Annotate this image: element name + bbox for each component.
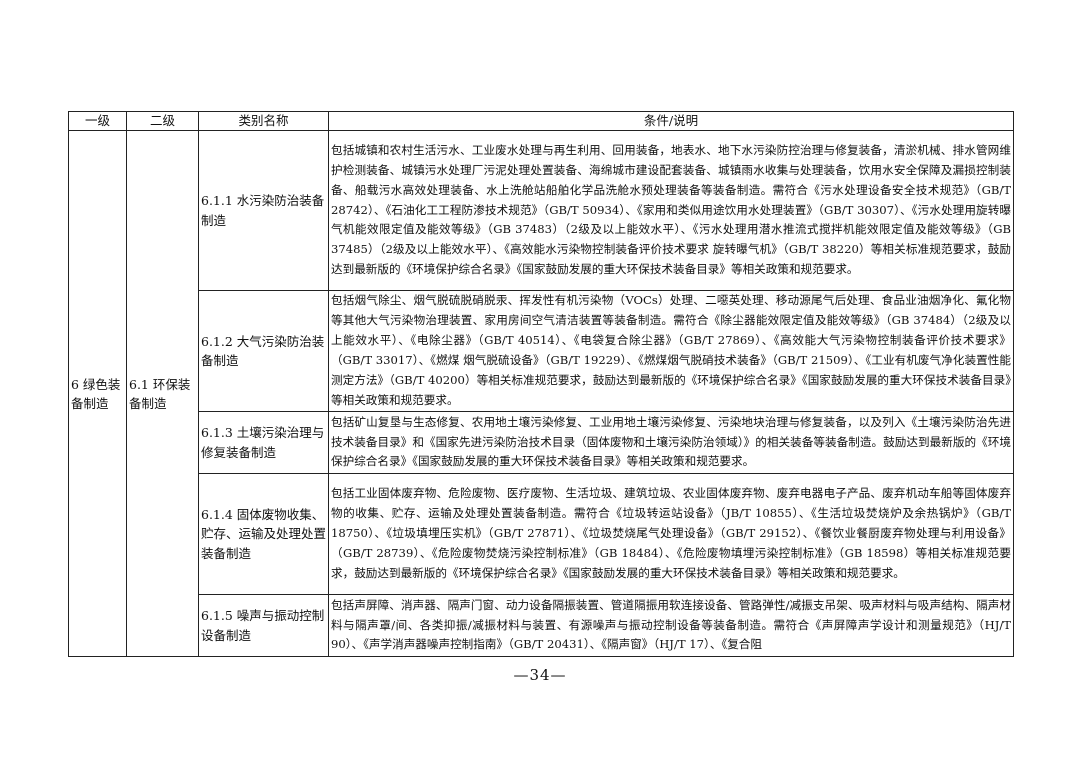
category-name-cell: 6.1.4 固体废物收集、贮存、运输及处理处置装备制造	[198, 473, 329, 595]
level1-cell: 6 绿色装备制造	[68, 130, 127, 657]
table-row: 6.1.2 大气污染防治装备制造 包括烟气除尘、烟气脱硫脱硝脱汞、挥发性有机污染…	[69, 290, 1014, 412]
category-name-cell: 6.1.1 水污染防治装备制造	[198, 130, 329, 291]
table-row: 6 绿色装备制造 6.1 环保装备制造 6.1.1 水污染防治装备制造 包括城镇…	[68, 130, 1014, 657]
table-row: 6.1.3 土壤污染治理与修复装备制造 包括矿山复垦与生态修复、农用地土壤污染修…	[69, 411, 1014, 474]
table-row: 6.1.4 固体废物收集、贮存、运输及处理处置装备制造 包括工业固体废弃物、危险…	[69, 473, 1014, 595]
header-level2: 二级	[126, 111, 199, 131]
table-row: 6.1.5 噪声与振动控制设备制造 包括声屏障、消声器、隔声门窗、动力设备隔振装…	[69, 594, 1014, 657]
header-conditions: 条件/说明	[328, 111, 1014, 131]
description-cell: 包括烟气除尘、烟气脱硫脱硝脱汞、挥发性有机污染物（VOCs）处理、二噁英处理、移…	[328, 290, 1014, 412]
standards-table: 一级 二级 类别名称 条件/说明 6 绿色装备制造 6.1 环保装备制造 6.1…	[68, 111, 1014, 657]
description-cell: 包括矿山复垦与生态修复、农用地土壤污染修复、工业用地土壤污染修复、污染地块治理与…	[328, 411, 1014, 474]
description-cell: 包括城镇和农村生活污水、工业废水处理与再生利用、回用装备，地表水、地下水污染防控…	[328, 130, 1014, 291]
level2-cell: 6.1 环保装备制造	[126, 130, 199, 657]
header-level1: 一级	[68, 111, 127, 131]
page-number: —34—	[513, 666, 567, 684]
category-name-cell: 6.1.2 大气污染防治装备制造	[198, 290, 329, 412]
header-category-name: 类别名称	[198, 111, 329, 131]
category-name-cell: 6.1.3 土壤污染治理与修复装备制造	[198, 411, 329, 474]
description-cell: 包括声屏障、消声器、隔声门窗、动力设备隔振装置、管道隔振用软连接设备、管路弹性/…	[328, 594, 1014, 657]
table-header-row: 一级 二级 类别名称 条件/说明	[68, 111, 1014, 131]
category-name-cell: 6.1.5 噪声与振动控制设备制造	[198, 594, 329, 657]
description-cell: 包括工业固体废弃物、危险废物、医疗废物、生活垃圾、建筑垃圾、农业固体废弃物、废弃…	[328, 473, 1014, 595]
